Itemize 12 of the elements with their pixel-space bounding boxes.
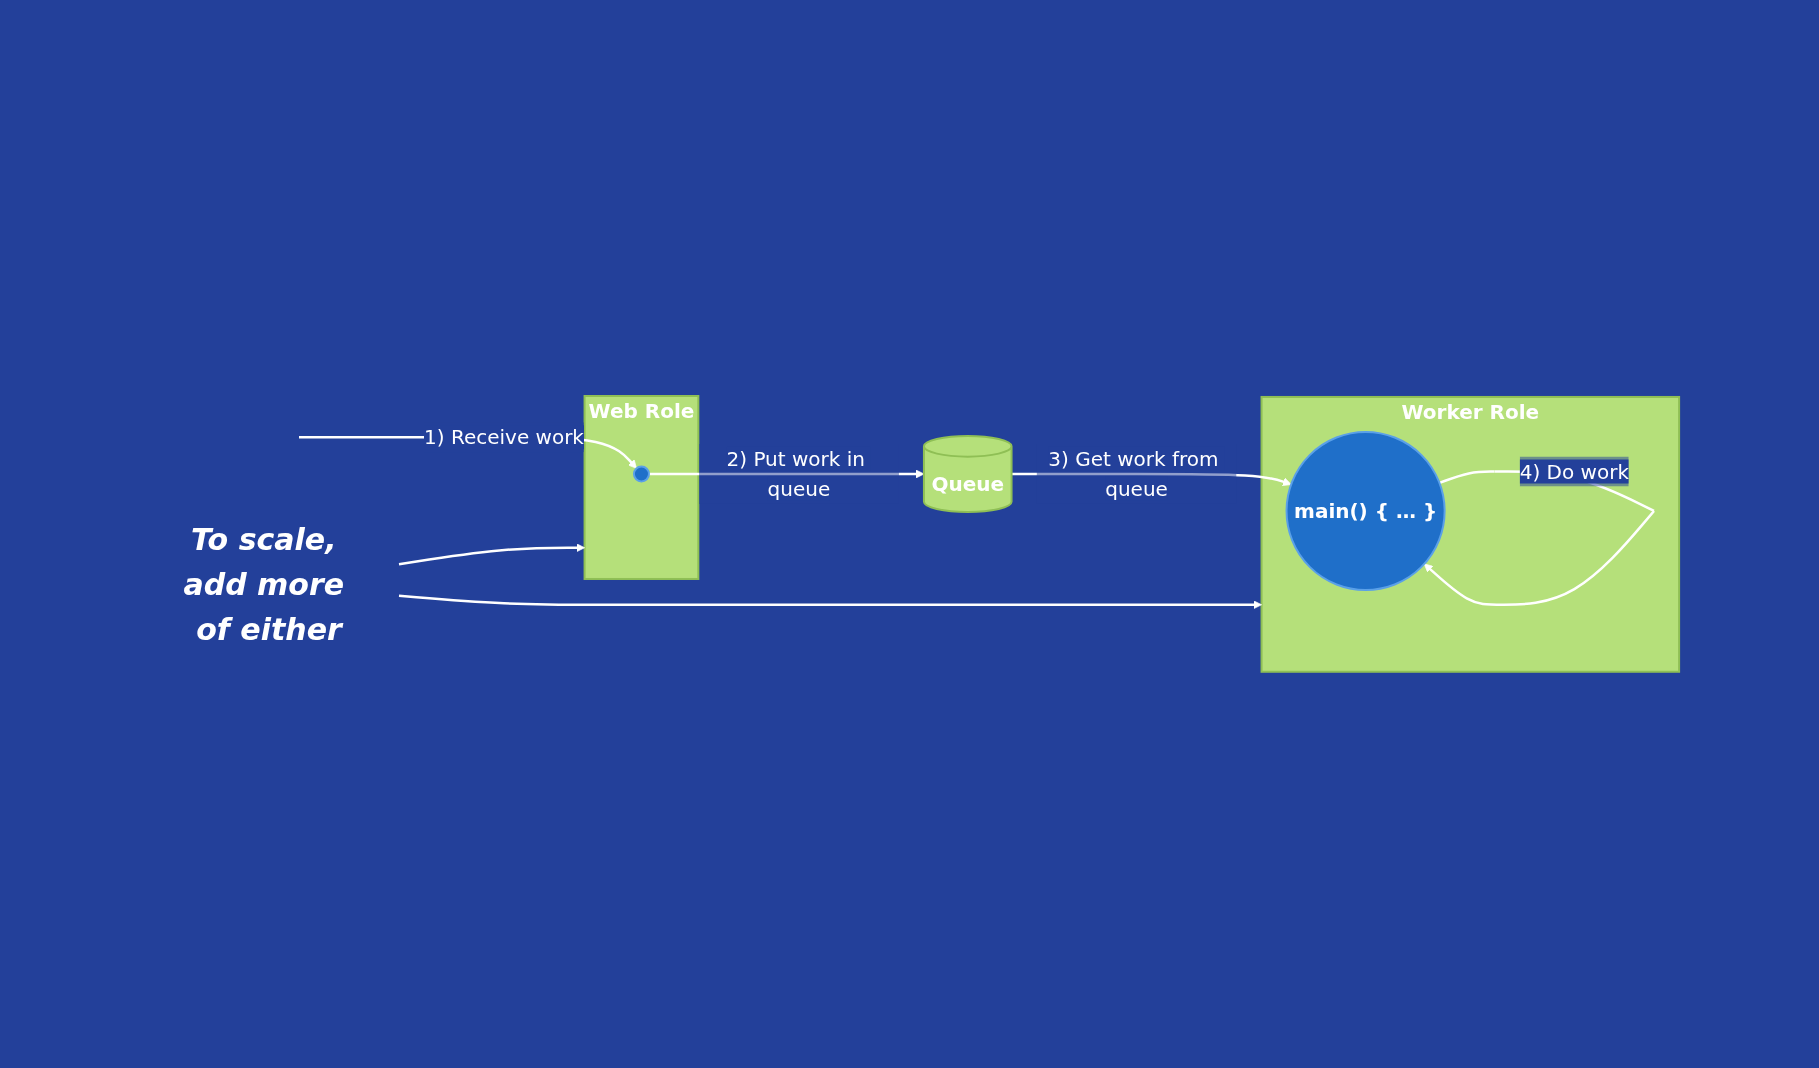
edge-label: 1) Receive work bbox=[424, 425, 585, 450]
edge-label: 2) Put work in queue bbox=[726, 447, 866, 502]
edge-label: 3) Get work from queue bbox=[1048, 447, 1219, 502]
cluster: Web Role bbox=[584, 395, 700, 581]
node-circle: main() { … } bbox=[1286, 431, 1447, 592]
node-text: To scale, add more of either bbox=[183, 522, 345, 648]
edge-label: 4) Do work bbox=[1520, 459, 1630, 484]
node-circle bbox=[633, 465, 651, 483]
arrow bbox=[399, 594, 1263, 610]
arrow bbox=[399, 543, 586, 566]
arrow bbox=[1012, 472, 1292, 487]
arrow bbox=[649, 469, 925, 479]
